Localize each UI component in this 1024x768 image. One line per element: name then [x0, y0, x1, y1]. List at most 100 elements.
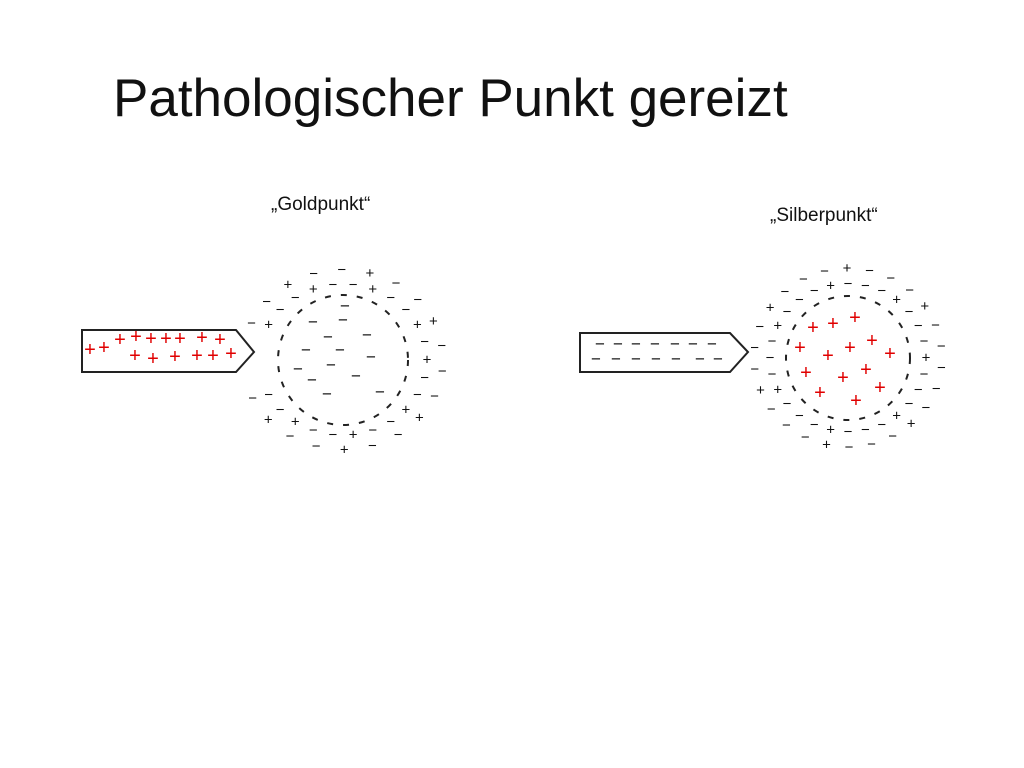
- positive-charge: +: [773, 317, 782, 334]
- negative-charge: −: [877, 416, 886, 433]
- negative-charge: −: [810, 416, 819, 433]
- negative-charge: −: [312, 438, 321, 455]
- negative-charge: −: [351, 367, 361, 386]
- silver-outer-charges: +−−−+−−−+−−−+−−−+−−−+−−−+−−−−−−+−−−+−−−+…: [750, 260, 946, 456]
- gold-inner-charges: −−−−−−−−−−−−−−: [293, 297, 385, 404]
- positive-charge: +: [429, 313, 438, 330]
- positive-charge: +: [826, 277, 835, 294]
- negative-charge: −: [932, 380, 941, 397]
- positive-charge: +: [822, 345, 834, 367]
- negative-charge: −: [768, 366, 777, 383]
- positive-charge: +: [413, 316, 422, 333]
- goldpunkt-label: „Goldpunkt“: [271, 194, 371, 215]
- negative-charge: −: [650, 335, 660, 354]
- positive-charge: +: [794, 337, 806, 359]
- negative-charge: −: [931, 317, 940, 334]
- positive-charge: +: [225, 343, 237, 365]
- negative-charge: −: [845, 439, 854, 456]
- positive-charge: +: [844, 337, 856, 359]
- negative-charge: −: [695, 350, 705, 369]
- negative-charge: −: [437, 338, 446, 355]
- negative-charge: −: [750, 340, 759, 357]
- positive-charge: +: [191, 345, 203, 367]
- negative-charge: −: [362, 326, 372, 345]
- positive-charge: +: [366, 265, 375, 282]
- positive-charge: +: [843, 260, 852, 277]
- gold-needle: [81, 329, 256, 373]
- negative-charge: −: [937, 359, 946, 376]
- positive-charge: +: [907, 416, 916, 433]
- negative-charge: −: [338, 311, 348, 330]
- gold-needle-charges: +++++++++++++++: [84, 326, 237, 370]
- gold-point-boundary: [277, 294, 409, 426]
- negative-charge: −: [922, 399, 931, 416]
- negative-charge: −: [750, 361, 759, 378]
- negative-charge: −: [867, 436, 876, 453]
- negative-charge: −: [688, 335, 698, 354]
- negative-charge: −: [276, 402, 285, 419]
- negative-charge: −: [368, 422, 377, 439]
- negative-charge: −: [307, 371, 317, 390]
- positive-charge: +: [169, 346, 181, 368]
- negative-charge: −: [937, 338, 946, 355]
- negative-charge: −: [631, 335, 641, 354]
- positive-charge: +: [850, 390, 862, 412]
- positive-charge: +: [114, 329, 126, 351]
- negative-charge: −: [820, 263, 829, 280]
- negative-charge: −: [262, 293, 271, 310]
- silberpunkt-label: „Silberpunkt“: [770, 205, 878, 226]
- positive-charge: +: [147, 348, 159, 370]
- negative-charge: −: [767, 401, 776, 418]
- negative-charge: −: [611, 350, 621, 369]
- negative-charge: −: [888, 428, 897, 445]
- negative-charge: −: [413, 292, 422, 309]
- positive-charge: +: [773, 382, 782, 399]
- negative-charge: −: [247, 315, 256, 332]
- negative-charge: −: [366, 348, 376, 367]
- negative-charge: −: [713, 350, 723, 369]
- negative-charge: −: [783, 303, 792, 320]
- negative-charge: −: [905, 396, 914, 413]
- positive-charge: +: [826, 422, 835, 439]
- positive-charge: +: [402, 402, 411, 419]
- positive-charge: +: [340, 442, 349, 459]
- positive-charge: +: [822, 436, 831, 453]
- positive-charge: +: [827, 313, 839, 335]
- negative-charge: −: [309, 422, 318, 439]
- negative-charge: −: [375, 383, 385, 402]
- negative-charge: −: [323, 328, 333, 347]
- negative-charge: −: [430, 388, 439, 405]
- positive-charge: +: [814, 382, 826, 404]
- negative-charge: −: [438, 363, 447, 380]
- positive-charge: +: [284, 276, 293, 293]
- negative-charge: −: [755, 319, 764, 336]
- silver-needle-charges: −−−−−−−−−−−−−−: [591, 335, 723, 369]
- negative-charge: −: [329, 427, 338, 444]
- negative-charge: −: [844, 424, 853, 441]
- positive-charge: +: [860, 359, 872, 381]
- negative-charge: −: [368, 438, 377, 455]
- negative-charge: −: [861, 277, 870, 294]
- negative-charge: −: [920, 366, 929, 383]
- positive-charge: +: [291, 414, 300, 431]
- positive-charge: +: [884, 343, 896, 365]
- negative-charge: −: [783, 396, 792, 413]
- negative-charge: −: [392, 275, 401, 292]
- positive-charge: +: [892, 407, 901, 424]
- silver-needle: [579, 332, 750, 373]
- negative-charge: −: [326, 356, 336, 375]
- negative-charge: −: [337, 262, 346, 279]
- negative-charge: −: [861, 422, 870, 439]
- negative-charge: −: [920, 333, 929, 350]
- negative-charge: −: [905, 282, 914, 299]
- negative-charge: −: [322, 385, 332, 404]
- positive-charge: +: [130, 326, 142, 348]
- negative-charge: −: [810, 283, 819, 300]
- negative-charge: −: [651, 350, 661, 369]
- positive-charge: +: [837, 367, 849, 389]
- positive-charge: +: [84, 339, 96, 361]
- negative-charge: −: [420, 333, 429, 350]
- slide-title: Pathologischer Punkt gereizt: [113, 69, 788, 128]
- positive-charge: +: [309, 281, 318, 298]
